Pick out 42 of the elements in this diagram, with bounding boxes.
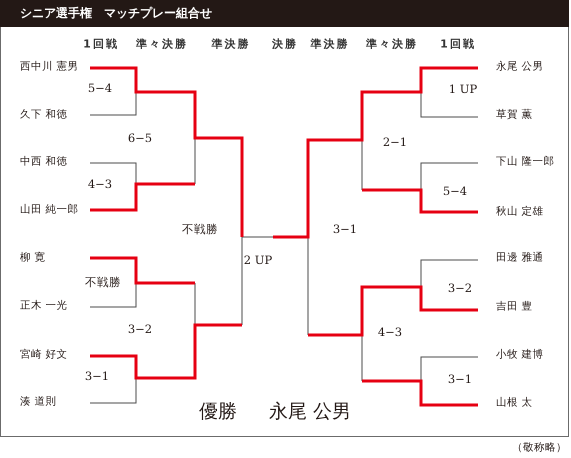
player-name: 草賀 薫 [496,108,532,122]
champion-heading: 優勝 [199,400,237,424]
round-heading: 準決勝 [212,37,250,51]
footnote: （敬称略） [512,442,567,454]
title-bar: シニア選手権 マッチプレー組合せ [0,0,569,27]
player-name: 宮崎 好文 [20,348,68,362]
match-score: 不戦勝 [182,223,218,237]
match-score: 5−4 [442,185,468,199]
match-score: 5−4 [88,82,112,96]
player-name: 秋山 定雄 [496,206,544,218]
player-name: 田邊 雅通 [496,252,544,264]
match-score: 3−1 [332,223,358,237]
match-score: 3−1 [84,370,110,384]
round-heading: 1回戦 [440,37,476,51]
player-name: 湊 道則 [20,396,56,408]
match-score: 不戦勝 [85,276,121,290]
round-heading: 1回戦 [83,37,119,51]
player-name: 下山 隆一郎 [496,156,554,168]
player-name: 正木 一光 [20,300,68,312]
match-score: 4−3 [88,178,112,192]
player-name: 久下 和徳 [20,108,68,122]
match-score: 6−5 [128,132,152,146]
round-heading: 準決勝 [310,37,350,51]
player-name: 永尾 公男 [496,60,544,74]
match-score: 3−2 [448,282,472,296]
match-score: 3−1 [448,373,472,387]
player-name: 中西 和徳 [20,156,68,168]
round-heading: 準々決勝 [366,37,418,51]
round-heading: 決勝 [272,37,298,51]
player-name: 山根 太 [496,396,532,410]
player-name: 山田 純一郎 [20,204,78,216]
match-score: 3−2 [128,323,152,337]
match-score: 2 UP [244,254,272,268]
champion-name: 永尾 公男 [268,400,352,424]
match-score: 4−3 [378,326,402,340]
round-heading: 準々決勝 [136,37,188,51]
match-score: 1 UP [448,83,478,97]
player-name: 吉田 豊 [496,300,532,314]
player-name: 小牧 建博 [496,348,544,362]
match-score: 2−1 [382,136,408,150]
player-name: 西中川 憲男 [20,60,78,74]
player-name: 柳 寛 [20,252,46,264]
